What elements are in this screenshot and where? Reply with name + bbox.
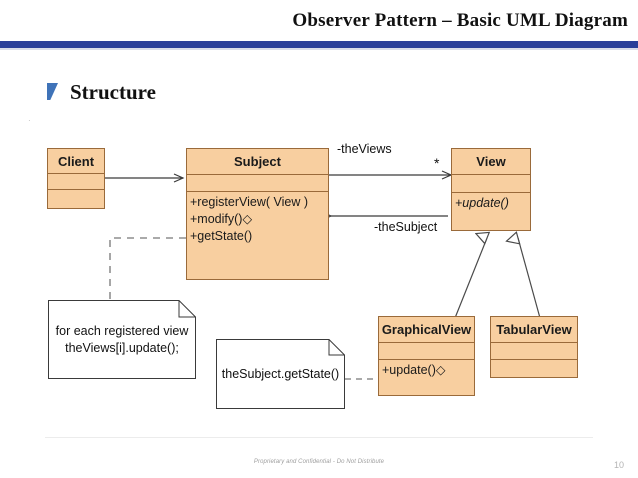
uml-note-foreach[interactable]: for each registered view theViews[i].upd…	[48, 300, 196, 379]
edge-multiplicity-theviews: *	[434, 155, 440, 171]
note-text: theSubject.getState()	[216, 339, 345, 409]
footer-confidentiality-note: Proprietary and Confidential - Do Not Di…	[253, 459, 385, 465]
uml-operations-compartment: +update()◇	[379, 360, 474, 395]
header-accent-rule	[0, 41, 638, 48]
uml-operations-compartment	[491, 360, 577, 377]
stray-mark: ·	[28, 116, 31, 125]
uml-note-getstate[interactable]: theSubject.getState()	[216, 339, 345, 409]
uml-operations-compartment: +update()	[452, 193, 530, 230]
edge-graphicalview-view	[454, 238, 487, 319]
footer-divider	[45, 437, 593, 438]
edge-tabularview-view	[518, 238, 541, 319]
uml-attributes-compartment	[452, 175, 530, 193]
uml-class-client[interactable]: Client	[47, 148, 105, 209]
uml-operation: +modify()◇	[190, 212, 253, 226]
uml-class-name: Client	[48, 149, 104, 174]
edge-label-thesubject: -theSubject	[374, 220, 438, 234]
uml-class-subject[interactable]: Subject +registerView( View ) +modify()◇…	[186, 148, 329, 280]
uml-operation: +update()◇	[382, 363, 446, 377]
uml-attributes-compartment	[491, 343, 577, 360]
note-line: for each registered view	[55, 323, 189, 338]
note-shape	[48, 300, 196, 379]
uml-operation: +registerView( View )	[190, 195, 308, 209]
edge-label-theviews: -theViews	[337, 142, 392, 156]
uml-operation: +getState()	[190, 229, 253, 243]
uml-operations-compartment	[48, 190, 104, 208]
uml-attributes-compartment	[187, 175, 328, 192]
uml-class-name: TabularView	[491, 317, 577, 343]
uml-operation: +update()	[455, 196, 509, 210]
uml-class-name: Subject	[187, 149, 328, 175]
uml-class-view[interactable]: View +update()	[451, 148, 531, 231]
uml-class-name: GraphicalView	[379, 317, 474, 343]
uml-attributes-compartment	[379, 343, 474, 360]
note-text: for each registered view theViews[i].upd…	[48, 300, 196, 379]
note-shape	[216, 339, 345, 409]
note-anchor-foreach	[109, 237, 186, 300]
uml-class-graphicalview[interactable]: GraphicalView +update()◇	[378, 316, 475, 396]
header-accent-rule-shadow	[0, 48, 638, 50]
note-line: theSubject.getState()	[221, 366, 340, 381]
uml-operations-compartment: +registerView( View ) +modify()◇ +getSta…	[187, 192, 328, 279]
page-title: Observer Pattern – Basic UML Diagram	[292, 10, 628, 31]
note-line: theViews[i].update();	[65, 340, 179, 355]
uml-class-name: View	[452, 149, 530, 175]
flag-bullet-icon	[47, 83, 58, 100]
uml-class-tabularview[interactable]: TabularView	[490, 316, 578, 378]
page-number: 10	[613, 460, 624, 470]
uml-attributes-compartment	[48, 174, 104, 190]
section-heading: Structure	[70, 80, 156, 104]
